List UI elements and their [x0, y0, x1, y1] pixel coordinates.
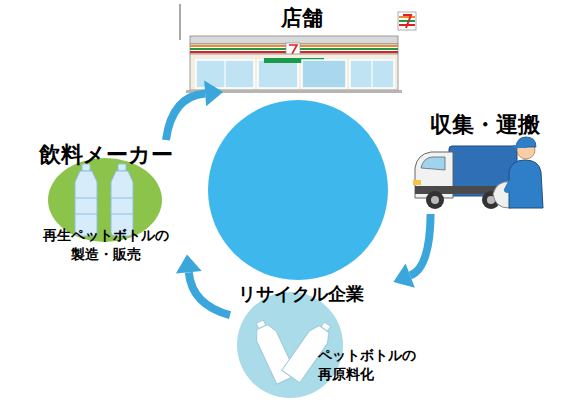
- flow-arrow: [176, 254, 230, 315]
- node-heading: 店舗: [186, 4, 418, 32]
- text-lines: ペットボトルの 再原料化: [318, 346, 416, 384]
- frame-line: [180, 4, 181, 40]
- center-circle: [208, 100, 388, 280]
- flow-arrow: [393, 214, 430, 288]
- station-node: 店舗: [186, 4, 418, 92]
- text-lines: 再生ペットボトルの 製造・販売: [43, 226, 169, 264]
- node-body: ペットボトルの 再原料化: [318, 346, 445, 384]
- node-heading: リサイクル企業: [230, 282, 372, 306]
- node-body: 再生ペットボトルの 製造・販売: [25, 226, 187, 264]
- station-node: リサイクル企業ペットボトルの 再原料化: [230, 282, 445, 400]
- node-heading: 飲料メーカー: [25, 140, 187, 170]
- arrow-line: [189, 272, 230, 315]
- station-node: 収集・運搬: [405, 110, 565, 214]
- arrow-line: [410, 214, 430, 276]
- arrow-line: [166, 93, 205, 140]
- arrow-head: [393, 263, 414, 287]
- station-node: 飲料メーカー再生ペットボトルの 製造・販売: [25, 140, 187, 270]
- node-heading: 収集・運搬: [405, 110, 565, 140]
- arrow-head: [176, 254, 202, 273]
